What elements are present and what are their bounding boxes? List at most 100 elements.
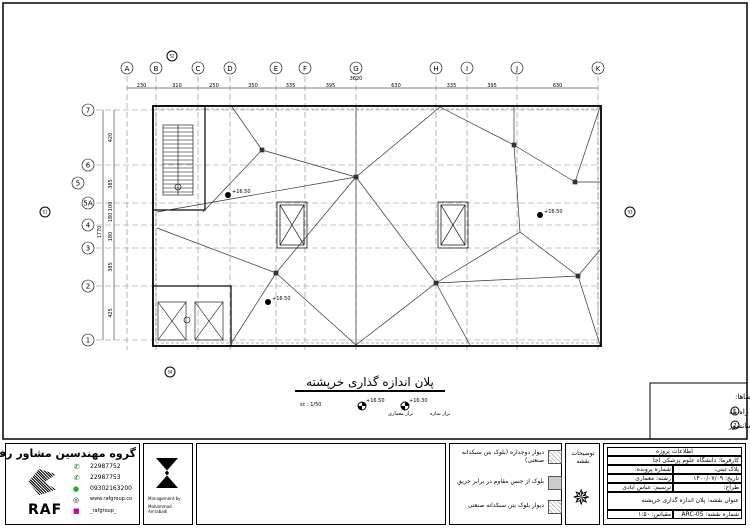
roof-ridge-line [156,227,277,274]
row-dimension: 100 [108,202,114,212]
roof-ridge-line [513,144,576,183]
grid-bubble [429,61,443,75]
level-marker-struct: +16.30 تراز سازه [400,398,451,417]
row-dimension: 180 [108,213,114,223]
drain-point [259,147,265,153]
drain-point [511,142,517,148]
note-double-wall: دیوار دوجداره (بلوک بتن سبکدانه صنعتی) [461,449,544,464]
blank-block [196,443,446,525]
grid-bubble [298,61,312,75]
spot-level: +16.50 [272,296,291,302]
column-dimension: 335 [286,83,296,89]
grid-bubble [81,279,95,293]
spot-level-marker [537,212,543,218]
grid-label: K [596,65,601,73]
grid-bubble [269,61,283,75]
drawing-scale: مقیاس: ۱:۵۰ [607,510,674,519]
grid-label: 5 [76,180,80,188]
roof-ridge-line [577,249,601,277]
grid-bubble [191,61,205,75]
project-title: اطلاعات پروژه [607,447,742,456]
section-label: S1 [42,210,48,215]
phone-2: 22987753 [90,474,121,481]
drawing-title: عنوان نقشه: پلان اندازه گذاری خرپشته [607,492,742,510]
section-label: S2 [169,54,175,59]
project-file-no: شماره پرونده: [607,465,674,474]
note-fire-block: بلوک از جنس مقاوم در برابر حریق [457,478,544,485]
grid-label: 4 [86,222,91,230]
roof-ridge-line [435,275,579,284]
grid-label: H [433,65,438,73]
row-dimension: 420 [108,133,114,143]
university-emblem: ✵ [572,486,591,511]
svg-text:تراز سازه: تراز سازه [430,411,451,417]
grid-bubble [460,61,474,75]
roof-ridge-line [577,275,601,346]
project-plaque: پلاک ثبتی: [672,465,742,474]
grid-bubble [81,158,95,172]
roof-ridge-line [231,106,263,151]
elevator-room [152,285,232,347]
row-dimension: 385 [108,262,114,272]
roof-ridge-line [231,272,277,343]
grid-label: G [353,65,358,73]
note-block-wall: دیوار بلوک بتن سبکدانه صنعتی [467,502,544,509]
project-drafter: ترسیم: عباس آبادی [607,483,674,492]
grid-label: E [274,65,278,73]
grid-bubble [81,196,95,210]
grid-bubble [81,333,95,347]
grid-label: C [196,65,201,73]
roof-ridge-line [513,144,521,233]
legend-title: راهنمای فضاها: [735,393,750,401]
section-label: S4 [167,370,173,375]
legend-num: 1 [733,409,736,415]
row-dimension: 425 [108,308,114,318]
web-icon: ◎ [73,496,80,504]
whatsapp-number: 09302163200 [90,485,132,492]
grid-label: 5A [83,200,92,208]
drawing-number: شماره نقشه: ARC-05 [672,510,742,519]
roof-ridge-line [435,282,471,346]
grid-label: 7 [86,107,90,115]
grid-label: F [303,65,307,73]
grid-bubble [81,103,95,117]
spot-level: +16.50 [232,189,251,195]
roof-ridge-line [439,106,515,146]
skylight [276,201,308,249]
roof-ridge-line [574,106,601,183]
phone-icon: ✆ [74,474,80,482]
notes-block: دیوار دوجداره (بلوک بتن سبکدانه صنعتی) ب… [449,443,562,525]
logo-text: RAF [28,502,63,518]
phone-icon: ✆ [74,463,80,471]
grid-label: 2 [86,283,90,291]
column-dimension: 250 [209,83,219,89]
grid-bubble [149,61,163,75]
plan-scale: sc : 1/50 [300,402,321,408]
total-height-dim: 1770 [97,226,103,239]
svg-text:تراز معماری: تراز معماری [388,411,414,417]
roof-ridge-line [275,176,357,274]
notes-title: توضیحات نقشه [571,450,595,465]
grid-label: I [466,65,468,73]
roof-ridge-line [355,106,441,178]
roof-ridge-line [202,149,263,213]
drain-point [575,273,581,279]
grid-bubble [120,61,134,75]
drain-point [572,179,578,185]
legend-label: اتاق آسانسور [728,421,750,430]
instagram-icon: ■ [73,507,80,515]
website-link[interactable]: www.rafgroup.co [90,496,133,502]
grid-bubble [223,61,237,75]
project-info-block: اطلاعات پروژه کارفرما: دانشگاه علوم پزشک… [603,443,746,525]
column-dimension: 335 [447,83,457,89]
column-dimension: 395 [326,83,336,89]
grid-label: 1 [86,337,90,345]
svg-text:+16.30: +16.30 [409,398,428,404]
section-label: S3 [627,210,633,215]
drain-point [433,280,439,286]
legend-label: راه پله [729,408,748,416]
roof-ridge-line [261,149,357,178]
